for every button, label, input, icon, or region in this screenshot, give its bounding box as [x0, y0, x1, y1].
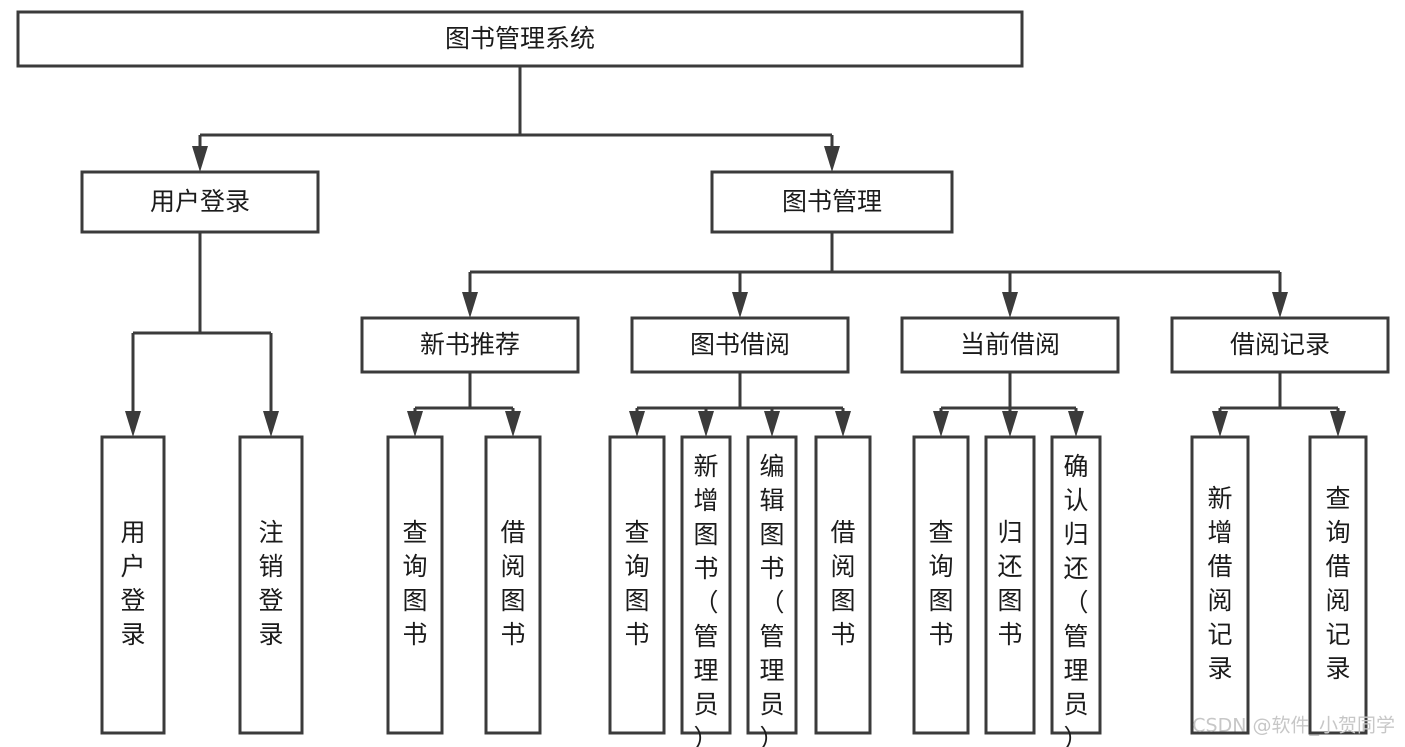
- node-box-leaf-add-book[interactable]: [680, 435, 732, 735]
- node-box-borrow-records[interactable]: [1170, 316, 1390, 374]
- node-label-leaf-query-book-borrow: 查询图书: [624, 518, 649, 649]
- connector-conn-bookmgmt-split: [462, 232, 1288, 318]
- node-leaf-user-login[interactable]: 用户登录: [100, 435, 166, 735]
- node-box-book-management[interactable]: [710, 170, 954, 234]
- node-label-leaf-logout-login: 注销登录: [258, 518, 283, 649]
- node-box-leaf-confirm-return[interactable]: [1050, 435, 1102, 735]
- node-leaf-query-book-borrow[interactable]: 查询图书: [608, 435, 666, 735]
- node-label-leaf-query-book-recommend: 查询图书: [402, 518, 427, 649]
- node-user-login[interactable]: 用户登录: [80, 170, 320, 234]
- node-box-book-borrow[interactable]: [630, 316, 850, 374]
- node-label-leaf-user-login: 用户登录: [120, 518, 145, 649]
- node-label-book-borrow: 图书借阅: [690, 330, 790, 359]
- node-box-leaf-query-borrow-record[interactable]: [1308, 435, 1368, 735]
- node-box-leaf-return-book[interactable]: [984, 435, 1036, 735]
- node-label-root: 图书管理系统: [445, 24, 595, 53]
- node-leaf-query-book-current[interactable]: 查询图书: [912, 435, 970, 735]
- node-box-leaf-query-book-current[interactable]: [912, 435, 970, 735]
- node-label-leaf-query-borrow-record: 查询借阅记录: [1325, 484, 1350, 683]
- node-label-borrow-records: 借阅记录: [1230, 330, 1330, 359]
- node-box-leaf-edit-book[interactable]: [746, 435, 798, 735]
- node-leaf-logout-login[interactable]: 注销登录: [238, 435, 304, 735]
- node-leaf-add-book[interactable]: 新增图书（管理员）: [680, 435, 732, 747]
- node-label-leaf-query-book-current: 查询图书: [928, 518, 953, 649]
- node-book-borrow[interactable]: 图书借阅: [630, 316, 850, 374]
- node-borrow-records[interactable]: 借阅记录: [1170, 316, 1390, 374]
- node-new-book-recommend[interactable]: 新书推荐: [360, 316, 580, 374]
- node-box-user-login[interactable]: [80, 170, 320, 234]
- connector-conn-root-split: [192, 66, 840, 172]
- node-current-borrow[interactable]: 当前借阅: [900, 316, 1120, 374]
- node-box-leaf-logout-login[interactable]: [238, 435, 304, 735]
- node-box-root[interactable]: [16, 10, 1024, 68]
- connector-conn-current-split: [933, 372, 1084, 437]
- node-box-leaf-user-login[interactable]: [100, 435, 166, 735]
- node-label-current-borrow: 当前借阅: [960, 330, 1060, 359]
- node-leaf-query-borrow-record[interactable]: 查询借阅记录: [1308, 435, 1368, 735]
- node-box-leaf-borrow-book[interactable]: [814, 435, 872, 735]
- connector-layer: [125, 66, 1346, 437]
- node-box-new-book-recommend[interactable]: [360, 316, 580, 374]
- node-leaf-return-book[interactable]: 归还图书: [984, 435, 1036, 735]
- node-label-leaf-confirm-return: 确认归还（管理员）: [1063, 452, 1088, 747]
- node-label-leaf-add-borrow-record: 新增借阅记录: [1207, 484, 1232, 683]
- node-leaf-edit-book[interactable]: 编辑图书（管理员）: [746, 435, 798, 747]
- node-label-leaf-edit-book: 编辑图书（管理员）: [759, 452, 784, 747]
- node-label-new-book-recommend: 新书推荐: [420, 330, 520, 359]
- node-book-management[interactable]: 图书管理: [710, 170, 954, 234]
- node-leaf-borrow-book-recommend[interactable]: 借阅图书: [484, 435, 542, 735]
- node-label-book-management: 图书管理: [782, 187, 882, 216]
- node-root[interactable]: 图书管理系统: [16, 10, 1024, 68]
- node-box-leaf-add-borrow-record[interactable]: [1190, 435, 1250, 735]
- node-box-leaf-query-book-borrow[interactable]: [608, 435, 666, 735]
- connector-conn-records-split: [1212, 372, 1346, 437]
- node-label-leaf-borrow-book: 借阅图书: [830, 518, 855, 649]
- node-label-leaf-return-book: 归还图书: [997, 518, 1022, 649]
- node-leaf-borrow-book[interactable]: 借阅图书: [814, 435, 872, 735]
- node-label-leaf-borrow-book-recommend: 借阅图书: [500, 518, 525, 649]
- node-box-leaf-query-book-recommend[interactable]: [386, 435, 444, 735]
- connector-conn-userlogin-split: [125, 232, 279, 437]
- node-label-user-login: 用户登录: [150, 187, 250, 216]
- node-box-current-borrow[interactable]: [900, 316, 1120, 374]
- node-box-leaf-borrow-book-recommend[interactable]: [484, 435, 542, 735]
- connector-conn-recommend-split: [407, 372, 521, 437]
- node-leaf-confirm-return[interactable]: 确认归还（管理员）: [1050, 435, 1102, 747]
- node-leaf-query-book-recommend[interactable]: 查询图书: [386, 435, 444, 735]
- csdn-watermark: CSDN @软件_小贺同学: [1192, 715, 1395, 737]
- connector-conn-borrow-split: [629, 372, 851, 437]
- node-label-leaf-add-book: 新增图书（管理员）: [693, 452, 718, 747]
- node-layer: 图书管理系统用户登录图书管理新书推荐图书借阅当前借阅借阅记录用户登录注销登录查询…: [16, 10, 1390, 747]
- node-leaf-add-borrow-record[interactable]: 新增借阅记录: [1190, 435, 1250, 735]
